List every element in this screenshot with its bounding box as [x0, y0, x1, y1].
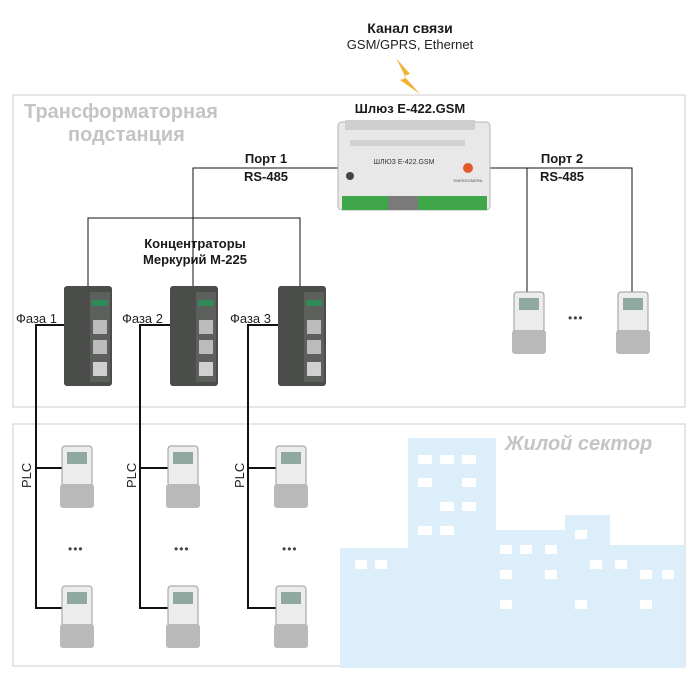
gateway-title: Шлюз Е-422.GSM: [354, 101, 466, 116]
substation-label-line1: Трансформаторная: [24, 101, 218, 123]
phase-label-1: Фаза 1: [16, 311, 57, 326]
substation-frame: [12, 94, 686, 408]
ellipsis-plc-3: •••: [282, 542, 298, 556]
city-windows: [355, 455, 674, 609]
meter-port2-2: [616, 291, 650, 354]
meter-plc-1a: [60, 445, 94, 508]
port1-name: Порт 1: [244, 151, 288, 166]
plc-label-1: PLC: [19, 462, 34, 488]
rs485-wiring-port1: [87, 167, 340, 286]
meter-plc-3b: [274, 585, 308, 648]
concentrators-line2: Меркурий М-225: [143, 252, 247, 267]
concentrators-line1: Концентраторы: [144, 236, 246, 251]
rs485-wiring-port2: [490, 167, 633, 292]
meter-plc-2b: [166, 585, 200, 648]
concentrator-2: [170, 286, 218, 386]
channel-title: Канал связи: [367, 20, 453, 36]
concentrator-1: [64, 286, 112, 386]
plc-label-2: PLC: [124, 462, 139, 488]
port1-iface: RS-485: [243, 169, 289, 184]
channel-subtitle: GSM/GPRS, Ethernet: [346, 37, 474, 52]
meter-plc-3a: [274, 445, 308, 508]
port2-iface: RS-485: [539, 169, 585, 184]
meter-plc-2a: [166, 445, 200, 508]
city-skyline: [340, 438, 685, 668]
gateway-device-label: ШЛЮЗ Е-422.GSM: [374, 159, 435, 166]
substation-label-line2: подстанция: [68, 124, 185, 146]
residential-label: Жилой сектор: [505, 433, 653, 455]
concentrator-3: [278, 286, 326, 386]
phase-label-3: Фаза 3: [230, 311, 271, 326]
ellipsis-port2: •••: [568, 311, 584, 325]
plc-wiring: [35, 324, 278, 609]
meter-port2-1: [512, 291, 546, 354]
gateway-device-tag: ENERGOMERA: [454, 178, 483, 183]
plc-label-3: PLC: [232, 462, 247, 488]
ellipsis-plc-1: •••: [68, 542, 84, 556]
lightning-icon: [396, 58, 420, 94]
ellipsis-plc-2: •••: [174, 542, 190, 556]
phase-label-2: Фаза 2: [122, 311, 163, 326]
meter-plc-1b: [60, 585, 94, 648]
port2-name: Порт 2: [540, 151, 584, 166]
gateway-device: [337, 120, 491, 211]
